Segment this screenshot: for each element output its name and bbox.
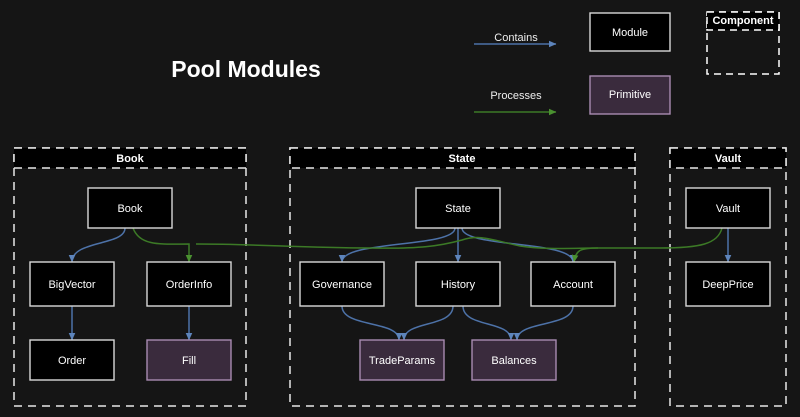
edge-history-to-tradeparams bbox=[400, 305, 454, 341]
legend-component-header bbox=[706, 11, 780, 31]
node-book-box[interactable] bbox=[87, 187, 173, 229]
edge-book-to-orderinfo bbox=[132, 227, 193, 263]
node-fill-box[interactable] bbox=[146, 339, 232, 381]
node-balances-box[interactable] bbox=[471, 339, 557, 381]
node-order-box[interactable] bbox=[29, 339, 115, 381]
legend-module-swatch: Module bbox=[589, 12, 671, 52]
legend-module-box bbox=[589, 12, 671, 52]
node-fill-label: Fill bbox=[182, 355, 196, 367]
node-deepprice-box[interactable] bbox=[685, 261, 771, 307]
group-vault: Vault bbox=[669, 147, 787, 407]
legend: Contains Processes Module Primitive Comp… bbox=[474, 11, 780, 116]
node-fill[interactable]: Fill bbox=[146, 339, 232, 381]
node-book-label: Book bbox=[117, 203, 143, 215]
node-state[interactable]: State bbox=[415, 187, 501, 229]
group-state-header bbox=[289, 147, 636, 169]
edge-state-to-account bbox=[461, 227, 577, 263]
legend-contains-label: Contains bbox=[494, 32, 538, 44]
group-state-label: State bbox=[449, 153, 476, 165]
edge-book-to-bigvector bbox=[68, 227, 126, 263]
legend-primitive-box bbox=[589, 75, 671, 115]
node-balances-label: Balances bbox=[491, 355, 537, 367]
node-deepprice[interactable]: DeepPrice bbox=[685, 261, 771, 307]
group-book-header bbox=[13, 147, 247, 169]
node-governance-box[interactable] bbox=[299, 261, 385, 307]
node-state-label: State bbox=[445, 203, 471, 215]
node-tradeparams-label: TradeParams bbox=[369, 355, 436, 367]
node-account-label: Account bbox=[553, 279, 593, 291]
node-bigvector-box[interactable] bbox=[29, 261, 115, 307]
edge-history-to-balances bbox=[462, 305, 515, 341]
node-orderinfo-label: OrderInfo bbox=[166, 279, 212, 291]
node-bigvector[interactable]: BigVector bbox=[29, 261, 115, 307]
node-governance-label: Governance bbox=[312, 279, 372, 291]
node-history-label: History bbox=[441, 279, 476, 291]
legend-primitive-label: Primitive bbox=[609, 89, 651, 101]
node-vault-box[interactable] bbox=[685, 187, 771, 229]
node-state-box[interactable] bbox=[415, 187, 501, 229]
node-balances[interactable]: Balances bbox=[471, 339, 557, 381]
node-layer: Book BigVector OrderInfo Order Fill Stat… bbox=[29, 187, 771, 381]
edge-state-to-governance bbox=[338, 227, 456, 263]
node-governance[interactable]: Governance bbox=[299, 261, 385, 307]
node-order-label: Order bbox=[58, 355, 86, 367]
node-vault[interactable]: Vault bbox=[685, 187, 771, 229]
group-state: State bbox=[289, 147, 636, 407]
edge-processes-spanline bbox=[195, 236, 599, 250]
node-tradeparams-box[interactable] bbox=[359, 339, 445, 381]
edge-vault-to-account bbox=[571, 227, 723, 263]
legend-component-label: Component bbox=[712, 15, 773, 27]
group-book: Book bbox=[13, 147, 247, 407]
node-orderinfo-box[interactable] bbox=[146, 261, 232, 307]
legend-module-label: Module bbox=[612, 27, 648, 39]
node-account-box[interactable] bbox=[530, 261, 616, 307]
node-vault-label: Vault bbox=[716, 203, 740, 215]
page-title: Pool Modules bbox=[171, 56, 321, 82]
node-account[interactable]: Account bbox=[530, 261, 616, 307]
edge-governance-to-tradeparams bbox=[341, 305, 403, 341]
legend-primitive-swatch: Primitive bbox=[589, 75, 671, 115]
edge-layer bbox=[68, 227, 732, 341]
node-tradeparams[interactable]: TradeParams bbox=[359, 339, 445, 381]
legend-processes-label: Processes bbox=[490, 90, 542, 102]
group-book-label: Book bbox=[116, 153, 144, 165]
node-order[interactable]: Order bbox=[29, 339, 115, 381]
node-bigvector-label: BigVector bbox=[48, 279, 95, 291]
group-vault-header bbox=[669, 147, 787, 169]
node-deepprice-label: DeepPrice bbox=[702, 279, 753, 291]
node-book[interactable]: Book bbox=[87, 187, 173, 229]
node-history-box[interactable] bbox=[415, 261, 501, 307]
legend-component-swatch: Component bbox=[706, 11, 780, 75]
node-orderinfo[interactable]: OrderInfo bbox=[146, 261, 232, 307]
node-history[interactable]: History bbox=[415, 261, 501, 307]
edge-account-to-balances bbox=[513, 305, 574, 341]
group-vault-label: Vault bbox=[715, 153, 742, 165]
